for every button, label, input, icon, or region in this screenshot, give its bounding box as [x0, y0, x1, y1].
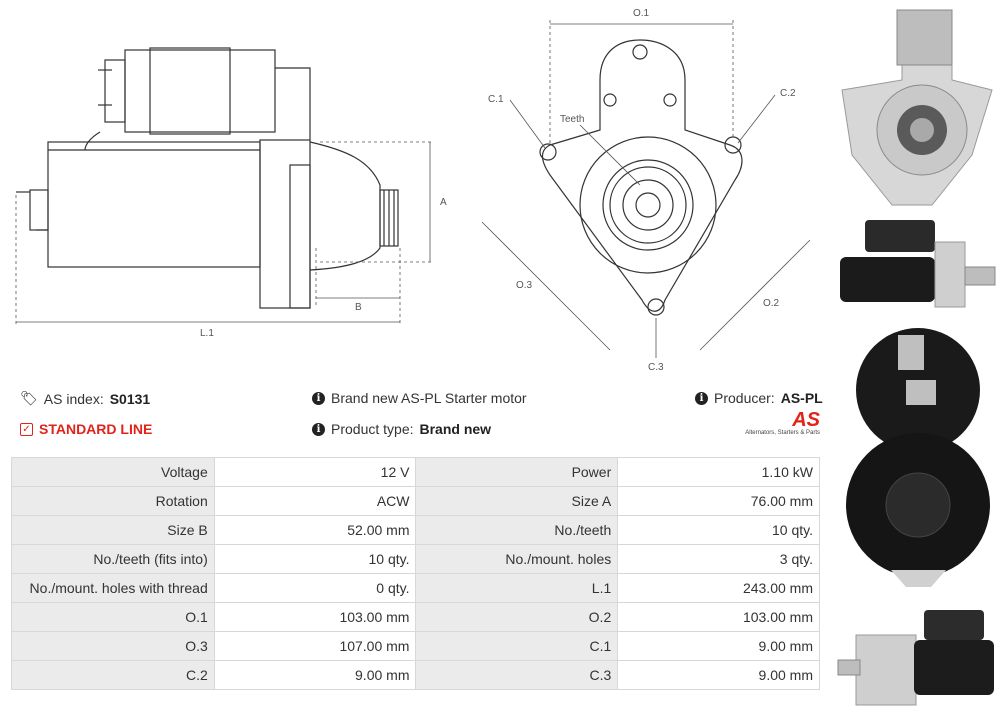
- spec-value: 107.00 mm: [213, 631, 417, 661]
- product-photo-rear: [846, 328, 990, 587]
- as-index-label: AS index:: [43, 390, 104, 407]
- as-index: 🏷︎ AS index: S0131: [20, 390, 150, 407]
- dim-l1-label: L.1: [200, 328, 214, 339]
- spec-key: O.2: [415, 602, 619, 632]
- spec-key: No./mount. holes with thread: [11, 573, 215, 603]
- spec-key: Voltage: [11, 457, 215, 487]
- spec-value: 76.00 mm: [617, 486, 820, 516]
- spec-key: Size B: [11, 515, 215, 545]
- dim-c1-label: C.1: [488, 94, 504, 105]
- dim-o3-label: O.3: [516, 280, 533, 291]
- spec-key: No./teeth (fits into): [11, 544, 215, 574]
- product-photo-front: [841, 9, 993, 206]
- description: i Brand new AS-PL Starter motor: [312, 390, 527, 406]
- spec-value: 52.00 mm: [213, 515, 417, 545]
- spec-key: O.1: [11, 602, 215, 632]
- table-row: No./teeth (fits into)10 qty.No./mount. h…: [11, 544, 820, 574]
- spec-key: Size A: [415, 486, 619, 516]
- producer: i Producer: AS-PL: [695, 390, 823, 406]
- spec-value: 9.00 mm: [213, 660, 417, 690]
- spec-value: 243.00 mm: [617, 573, 820, 603]
- product-type-label: Product type:: [331, 421, 414, 437]
- product-type: i Product type: Brand new: [312, 421, 491, 437]
- producer-label: Producer:: [714, 390, 775, 406]
- logo-mark: AS: [792, 409, 820, 431]
- spec-key: C.2: [11, 660, 215, 690]
- side-view-drawing: A B L.1: [15, 47, 447, 339]
- info-icon: i: [312, 422, 325, 436]
- spec-value: ACW: [213, 486, 417, 516]
- info-icon: i: [312, 391, 325, 405]
- info-icon: i: [695, 391, 708, 405]
- teeth-label: Teeth: [560, 114, 584, 125]
- dim-c2-label: C.2: [780, 88, 796, 99]
- product-photo-side-2: [837, 610, 994, 706]
- product-photo-side: [840, 220, 996, 308]
- spec-value: 10 qty.: [617, 515, 820, 545]
- spec-key: L.1: [415, 573, 619, 603]
- spec-value: 10 qty.: [213, 544, 417, 574]
- dim-o2-label: O.2: [763, 298, 780, 309]
- logo-tagline: Alternators, Starters & Parts: [745, 430, 820, 436]
- spec-key: C.3: [415, 660, 619, 690]
- spec-value: 3 qty.: [617, 544, 820, 574]
- dim-o1-label: O.1: [633, 8, 650, 19]
- standard-line-label: STANDARD LINE: [39, 421, 153, 437]
- product-type-value: Brand new: [419, 421, 492, 437]
- spec-value: 9.00 mm: [617, 631, 820, 661]
- spec-value: 103.00 mm: [617, 602, 820, 632]
- spec-value: 103.00 mm: [213, 602, 417, 632]
- dim-b-label: B: [355, 302, 362, 313]
- spec-value: 0 qty.: [213, 573, 417, 603]
- spec-key: Rotation: [11, 486, 215, 516]
- spec-value: 9.00 mm: [617, 660, 820, 690]
- checkbox-icon: ✓: [20, 422, 33, 436]
- producer-value: AS-PL: [780, 390, 823, 406]
- as-index-value: S0131: [109, 390, 151, 407]
- standard-line: ✓ STANDARD LINE: [20, 421, 152, 437]
- spec-key: Power: [415, 457, 619, 487]
- spec-key: No./mount. holes: [415, 544, 619, 574]
- description-text: Brand new AS-PL Starter motor: [331, 390, 527, 406]
- brand-logo: AS Alternators, Starters & Parts: [740, 410, 820, 436]
- dim-c3-label: C.3: [648, 362, 664, 373]
- spec-key: C.1: [415, 631, 619, 661]
- dim-a-label: A: [440, 197, 447, 208]
- spec-value: 12 V: [213, 457, 417, 487]
- spec-value: 1.10 kW: [617, 457, 820, 487]
- tag-icon: 🏷︎: [20, 390, 38, 406]
- spec-key: No./teeth: [415, 515, 619, 545]
- spec-key: O.3: [11, 631, 215, 661]
- front-view-drawing: O.1 C.1 C.2 Teeth O.3 O.2 C.3: [481, 8, 811, 373]
